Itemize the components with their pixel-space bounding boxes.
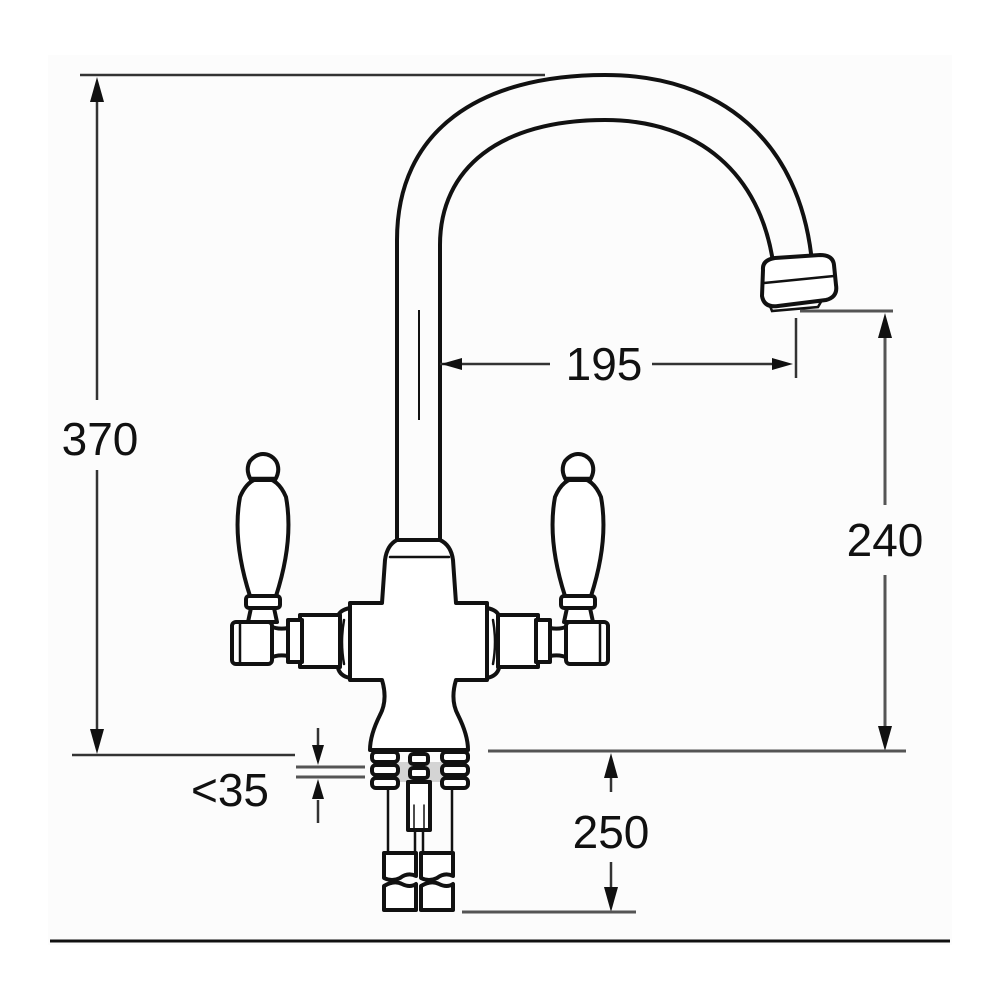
left-valve-head [230, 620, 274, 666]
right-valve-ring [534, 618, 552, 664]
deck-thickness-dimension: <35 [191, 728, 365, 823]
mixer-body [336, 538, 501, 752]
tail-length-label: 250 [573, 806, 650, 858]
arrow-up-icon [312, 779, 324, 799]
swan-neck-spout [395, 72, 839, 552]
right-tail-end [419, 880, 455, 912]
tail-length-dimension: 250 [462, 753, 650, 914]
spout-inner-edge [438, 117, 775, 552]
left-valve-ring [286, 618, 304, 664]
supply-tails [382, 786, 455, 912]
arrow-up-icon [878, 313, 892, 338]
right-valve-head [564, 620, 610, 666]
right-lever-grip [550, 476, 606, 598]
right-tail-connector [419, 851, 455, 882]
right-valve-stem [496, 613, 540, 669]
aerator-outlet [760, 253, 839, 313]
arrow-down-icon [604, 887, 618, 912]
right-lever-handle [496, 452, 610, 669]
left-lever-handle [230, 452, 342, 669]
overall-height-label: 370 [62, 413, 139, 465]
left-tail-end [382, 880, 418, 912]
outlet-height-dimension: 240 [488, 309, 924, 753]
reach-label: 195 [566, 338, 643, 390]
mounting-shank [370, 750, 470, 855]
arrow-up-icon [90, 77, 104, 102]
right-lever-neck [562, 606, 595, 624]
right-lever-knob [560, 452, 596, 482]
left-tail-connector [382, 851, 418, 882]
outlet-height-label: 240 [847, 514, 924, 566]
arrow-right-icon [772, 358, 793, 370]
left-valve-stem [298, 613, 342, 669]
arrow-down-icon [312, 745, 324, 765]
arrow-down-icon [878, 726, 892, 751]
arrow-left-icon [441, 358, 462, 370]
deck-thickness-label: <35 [191, 764, 269, 816]
left-lever-grip [235, 476, 291, 598]
spout-outer-edge [395, 72, 814, 552]
arrow-up-icon [604, 753, 618, 778]
threaded-stud [406, 780, 432, 832]
overall-height-dimension: 370 [62, 73, 545, 757]
left-lever-neck [246, 606, 279, 624]
arrow-down-icon [90, 729, 104, 754]
left-lever-knob [245, 452, 281, 482]
reach-dimension: 195 [440, 318, 798, 390]
